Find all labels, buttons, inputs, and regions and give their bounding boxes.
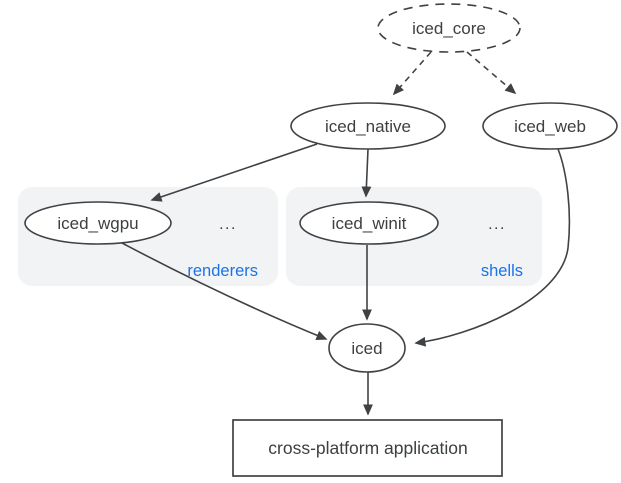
iced-web-label: iced_web xyxy=(514,117,586,136)
iced-winit-label: iced_winit xyxy=(332,214,407,233)
iced-ellipse xyxy=(328,323,406,373)
iced-wgpu-label: iced_wgpu xyxy=(57,214,138,233)
node-iced-winit: iced_winit xyxy=(299,201,439,245)
edge-iced-web-to-iced xyxy=(414,148,571,347)
edge-iced-native-to-iced-wgpu xyxy=(150,143,318,202)
iced-core-ellipse xyxy=(377,3,521,53)
renderers-group-label: renderers xyxy=(187,262,258,280)
edge-iced-core-to-iced-web xyxy=(466,51,517,95)
node-iced-wgpu: iced_wgpu xyxy=(24,201,172,245)
shells-ellipsis: ... xyxy=(488,216,506,233)
renderers-ellipsis: ... xyxy=(219,216,237,233)
node-iced-core: iced_core xyxy=(377,3,521,53)
node-iced-native: iced_native xyxy=(290,102,446,150)
iced-winit-ellipse xyxy=(299,201,439,245)
node-iced-web: iced_web xyxy=(482,102,618,150)
iced-wgpu-ellipse xyxy=(24,201,172,245)
edge-iced-native-to-iced-winit xyxy=(361,148,372,198)
edge-iced-wgpu-to-iced xyxy=(121,242,328,340)
node-cross-platform-application: cross-platform application xyxy=(232,419,503,477)
shells-group-label: shells xyxy=(481,262,523,280)
iced-native-ellipse xyxy=(290,102,446,150)
edge-iced-core-to-iced-native xyxy=(392,51,432,96)
iced-core-label: iced_core xyxy=(412,19,486,38)
iced-label: iced xyxy=(351,339,382,358)
application-label: cross-platform application xyxy=(268,438,467,458)
iced-web-ellipse xyxy=(482,102,618,150)
node-iced: iced xyxy=(328,323,406,373)
iced-native-label: iced_native xyxy=(325,117,411,136)
application-rect xyxy=(232,419,503,477)
